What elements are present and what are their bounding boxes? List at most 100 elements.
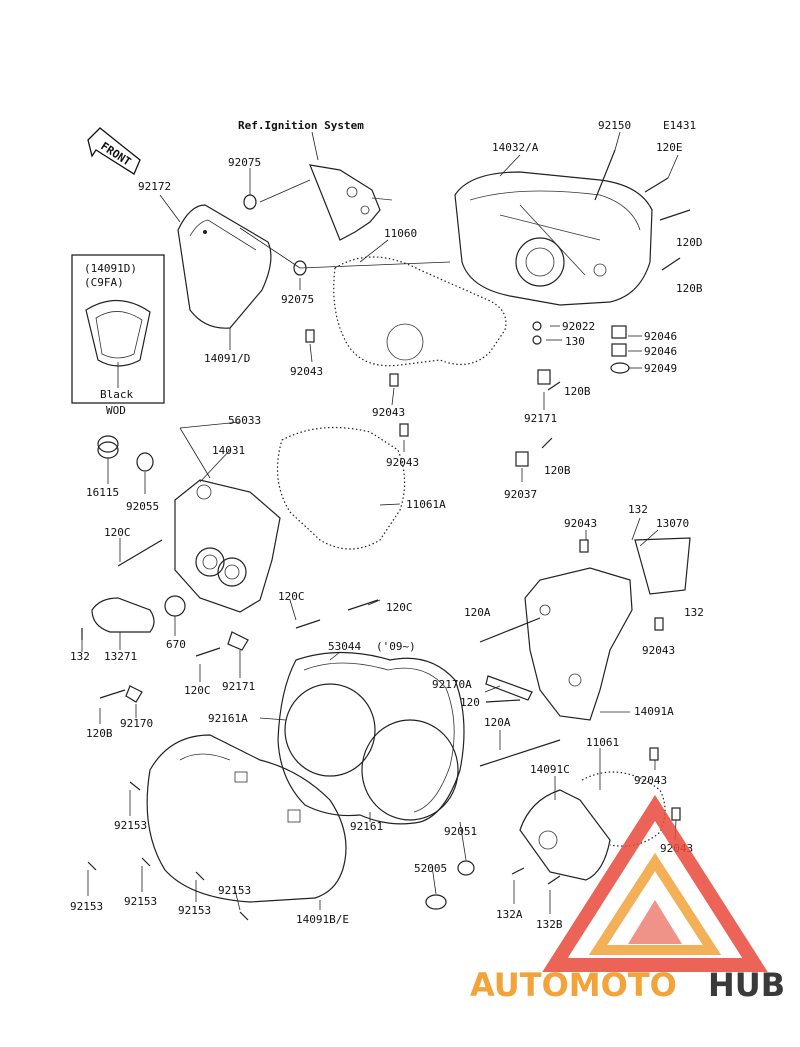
label-132-c: 132 [70,650,90,663]
label-13070: 13070 [656,517,689,530]
label-92172: 92172 [138,180,171,193]
label-92153-e: 92153 [178,904,211,917]
label-92075-a: 92075 [228,156,261,169]
label-92049: 92049 [644,362,677,375]
label-92171-a: 92171 [524,412,557,425]
part-labels: E1431 Ref.Ignition System (14091D) (C9FA… [70,119,704,931]
diagram-code: E1431 [663,119,696,132]
seal-53044-shape [277,651,465,825]
plug-16115-shape [97,435,154,472]
inset-color: Black [100,388,133,401]
leader-lines [81,131,679,914]
plate-13271-shape [91,595,186,633]
label-120-a: 120 [460,696,480,709]
case-cover-14032a-shape [454,171,653,306]
label-92171-b: 92171 [222,680,255,693]
label-92153-c: 92153 [70,900,103,913]
bolts-left [81,539,379,699]
housing-14031-shape [174,479,281,613]
ref-note: Ref.Ignition System [238,119,364,132]
label-14091be: 14091B/E [296,913,349,926]
spacers-right [532,321,630,374]
label-130: 130 [565,335,585,348]
label-92153-d: 92153 [124,895,157,908]
label-14031: 14031 [212,444,245,457]
label-09: ('09~) [376,640,416,653]
label-120a-b: 120A [484,716,511,729]
label-92150: 92150 [598,119,631,132]
label-11060: 11060 [384,227,417,240]
label-53044: 53044 [328,640,361,653]
ignition-bracket-shape [309,164,393,241]
dowel-pins [305,329,681,821]
label-92046-b: 92046 [644,345,677,358]
window-92161-shape [284,683,459,821]
inset-variant: WOD [106,404,126,417]
label-92046-a: 92046 [644,330,677,343]
label-11061: 11061 [586,736,619,749]
label-14091d: 14091/D [204,352,250,365]
label-92043-f: 92043 [634,774,667,787]
label-92170a: 92170A [432,678,472,691]
bolts-120a [479,617,561,767]
clips-92171-92170 [125,631,249,703]
front-arrow-icon: FRONT [87,127,141,175]
inset-line2: (C9FA) [84,276,124,289]
grommet-top [243,194,257,210]
label-120b-a: 120B [676,282,703,295]
label-92170: 92170 [120,717,153,730]
label-92043-c: 92043 [386,456,419,469]
label-92153-a: 92153 [114,819,147,832]
label-132-b: 132 [684,606,704,619]
label-120d: 120D [676,236,703,249]
label-92161: 92161 [350,820,383,833]
label-120b-d: 120B [86,727,113,740]
label-92037: 92037 [504,488,537,501]
label-120a-a: 120A [464,606,491,619]
inset-line1: (14091D) [84,262,137,275]
label-120c-a: 120C [104,526,131,539]
screws-92153 [87,781,249,921]
label-92043-e: 92043 [642,644,675,657]
label-56033: 56033 [228,414,261,427]
label-132b: 132B [536,918,563,931]
label-92051: 92051 [444,825,477,838]
cover-14091c-shape [519,771,666,881]
label-120b-b: 120B [564,385,591,398]
label-92043-a: 92043 [290,365,323,378]
label-13271: 13271 [104,650,137,663]
watermark-brand-part1: AUTOMOTO [470,966,677,1004]
label-92022: 92022 [562,320,595,333]
bolts-right-top [594,149,691,271]
outer-cover-14091be-shape [146,734,347,903]
gasket-11061a-shape [276,426,406,550]
label-120e: 120E [656,141,683,154]
label-120c-b: 120C [278,590,305,603]
label-132-a: 132 [628,503,648,516]
label-132a: 132A [496,908,523,921]
inset-box [71,254,165,404]
seals-52005-92051 [425,860,561,910]
label-92161a: 92161A [208,712,248,725]
label-92153-b: 92153 [218,884,251,897]
label-120c-c: 120C [386,601,413,614]
bracket-14091a-shape [524,537,691,721]
label-14032a: 14032/A [492,141,539,154]
watermark-brand-part2: HUB [708,966,785,1004]
label-11061a: 11061A [406,498,446,511]
label-120b-c: 120B [544,464,571,477]
watermark-logo [542,794,768,972]
label-92055: 92055 [126,500,159,513]
clips-92171-92037 [515,369,561,467]
label-120c-d: 120C [184,684,211,697]
label-92043-b: 92043 [372,406,405,419]
label-92075-b: 92075 [281,293,314,306]
label-52005: 52005 [414,862,447,875]
label-92043-d: 92043 [564,517,597,530]
label-14091a: 14091A [634,705,674,718]
gasket-11060-shape [333,256,507,367]
cover-14091d-shape [177,204,272,329]
label-670: 670 [166,638,186,651]
